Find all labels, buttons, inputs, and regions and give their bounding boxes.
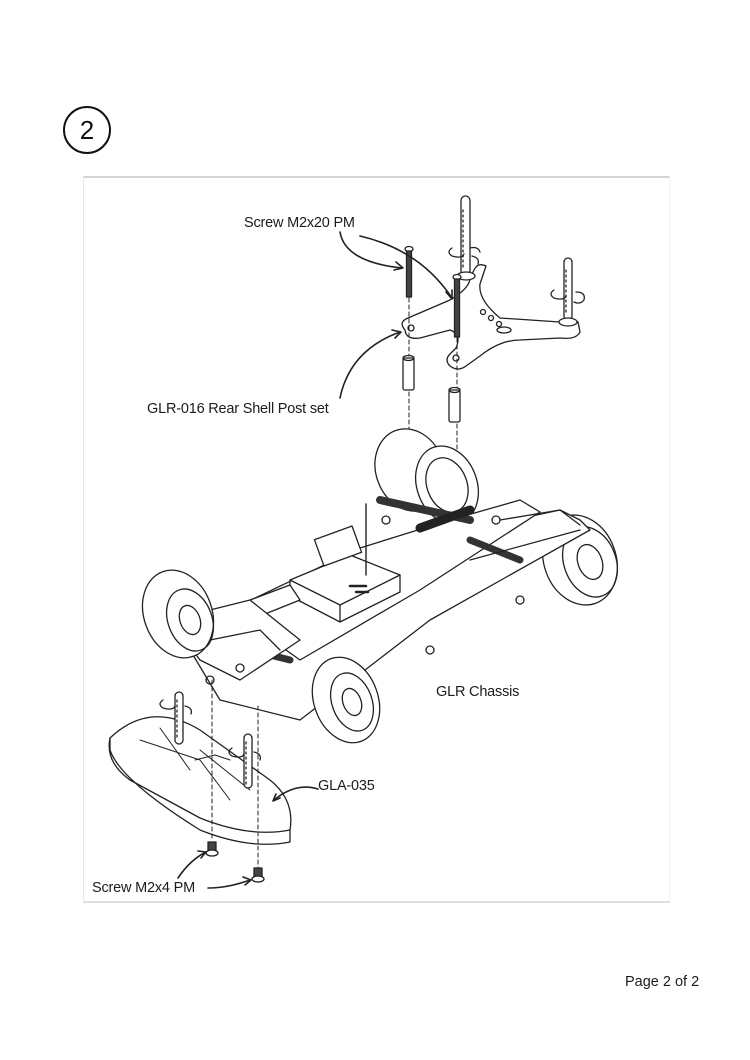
callout-glr-016-rear-shell-post-set: GLR-016 Rear Shell Post set [147, 401, 329, 417]
glr-chassis-illustration [141, 428, 619, 744]
screw-m2x20-left [404, 245, 414, 298]
gla-035-bumper-illustration [108, 679, 292, 883]
screw-m2x4-left [205, 841, 219, 857]
callout-gla-035: GLA-035 [318, 778, 375, 794]
page-indicator: Page 2 of 2 [625, 974, 700, 990]
screw-m2x20-right [452, 273, 462, 338]
step-number: 2 [79, 114, 95, 145]
screw-m2x4-right [251, 867, 265, 883]
rear-shell-post-set-illustration [401, 195, 585, 471]
callout-glr-chassis: GLR Chassis [436, 684, 520, 700]
step-number-badge: 2 [63, 106, 111, 154]
diagram-frame [83, 176, 670, 903]
callout-screw-m2x20-pm: Screw M2x20 PM [244, 215, 355, 231]
callout-screw-m2x4-pm: Screw M2x4 PM [92, 880, 195, 896]
